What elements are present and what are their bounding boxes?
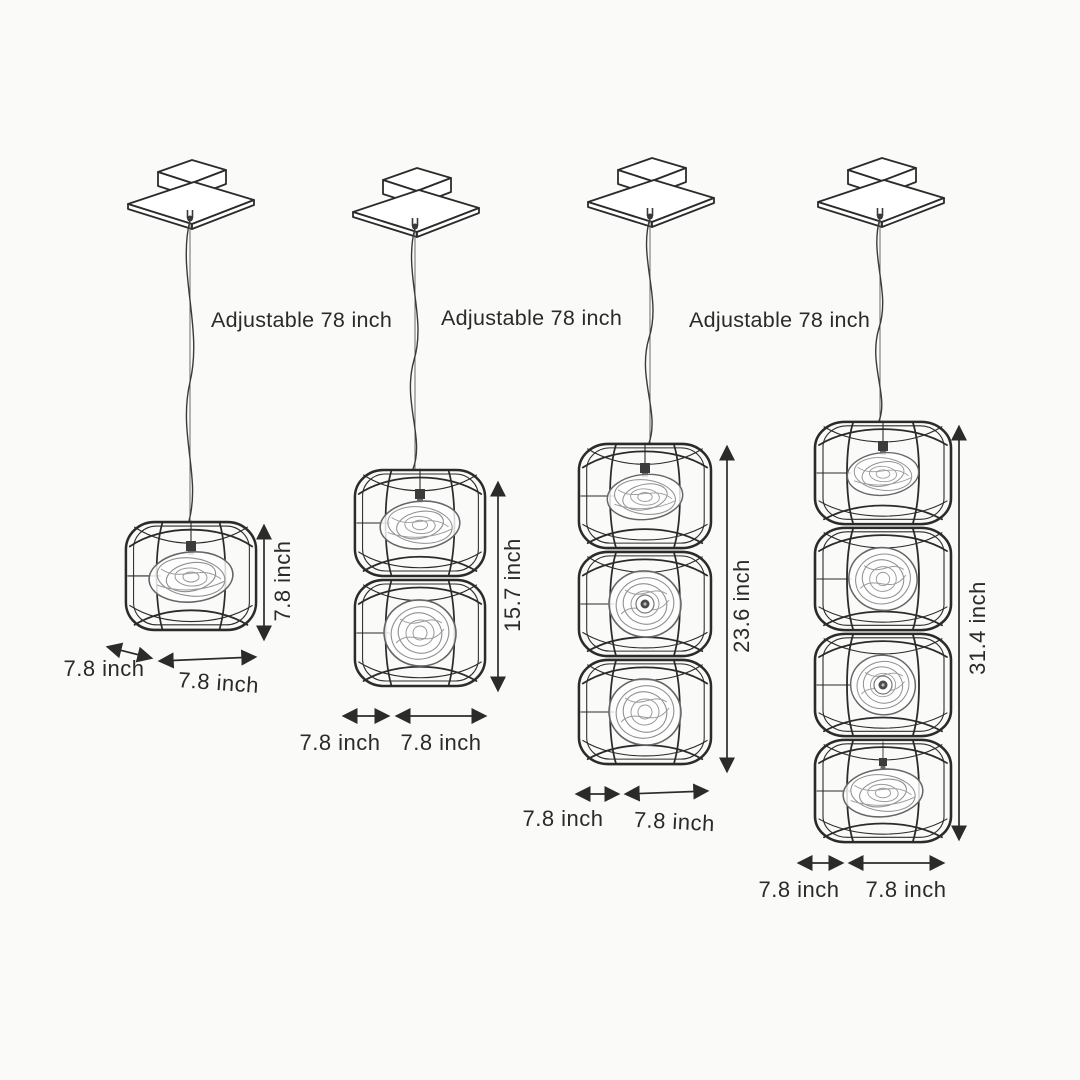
glass-shade	[844, 542, 922, 616]
height-dimension-label: 15.7 inch	[500, 538, 525, 632]
width-dimension-label: 7.8 inch	[865, 877, 946, 902]
glass-shade	[840, 765, 926, 821]
width-dimension-label: 7.8 inch	[400, 730, 481, 755]
depth-dimension-label: 7.8 inch	[522, 806, 603, 831]
glass-shade	[603, 673, 687, 751]
pendant-lamp-4: 31.4 inch 7.8 inch 7.8 inch	[758, 157, 990, 902]
ceiling-canopy	[127, 159, 255, 230]
hanging-cord	[185, 219, 195, 523]
lamp-socket	[878, 741, 888, 770]
ceiling-canopy	[587, 157, 715, 228]
depth-dimension-arrow	[105, 642, 154, 663]
hanging-cord	[875, 217, 884, 423]
glass-shade	[604, 470, 686, 524]
height-dimension-label: 23.6 inch	[729, 559, 754, 653]
pendant-lamp-3: Adjustable 78 inch 23.6 inch 7.8 inch 7.…	[522, 157, 870, 836]
ceiling-canopy	[817, 157, 945, 228]
cord-length-label: Adjustable 78 inch	[211, 308, 392, 332]
glass-shade	[378, 594, 462, 672]
shade-center-knob	[635, 594, 655, 614]
depth-dimension-label: 7.8 inch	[758, 877, 839, 902]
width-dimension-label: 7.8 inch	[177, 667, 260, 698]
glass-shade	[146, 547, 236, 607]
glass-shade	[377, 497, 463, 553]
cord-length-label: Adjustable 78 inch	[441, 306, 622, 330]
width-dimension-label: 7.8 inch	[633, 807, 715, 836]
height-dimension-label: 31.4 inch	[965, 581, 990, 675]
height-dimension-label: 7.8 inch	[270, 540, 295, 621]
pendant-lamp-1: Adjustable 78 inch 7.8 inch 7.8 inch 7.8…	[63, 159, 392, 698]
hanging-cord	[409, 227, 419, 471]
pendant-lamp-2: Adjustable 78 inch 15.7 inch 7.8 inch 7.…	[299, 167, 622, 755]
ceiling-canopy	[352, 167, 480, 238]
shade-center-knob	[873, 675, 893, 695]
width-dimension-arrow	[157, 649, 258, 669]
depth-dimension-label: 7.8 inch	[63, 656, 144, 681]
glass-shade	[844, 449, 922, 499]
width-dimension-arrow	[623, 783, 710, 802]
depth-dimension-label: 7.8 inch	[299, 730, 380, 755]
cord-length-label: Adjustable 78 inch	[689, 308, 870, 332]
hanging-cord	[644, 217, 654, 445]
